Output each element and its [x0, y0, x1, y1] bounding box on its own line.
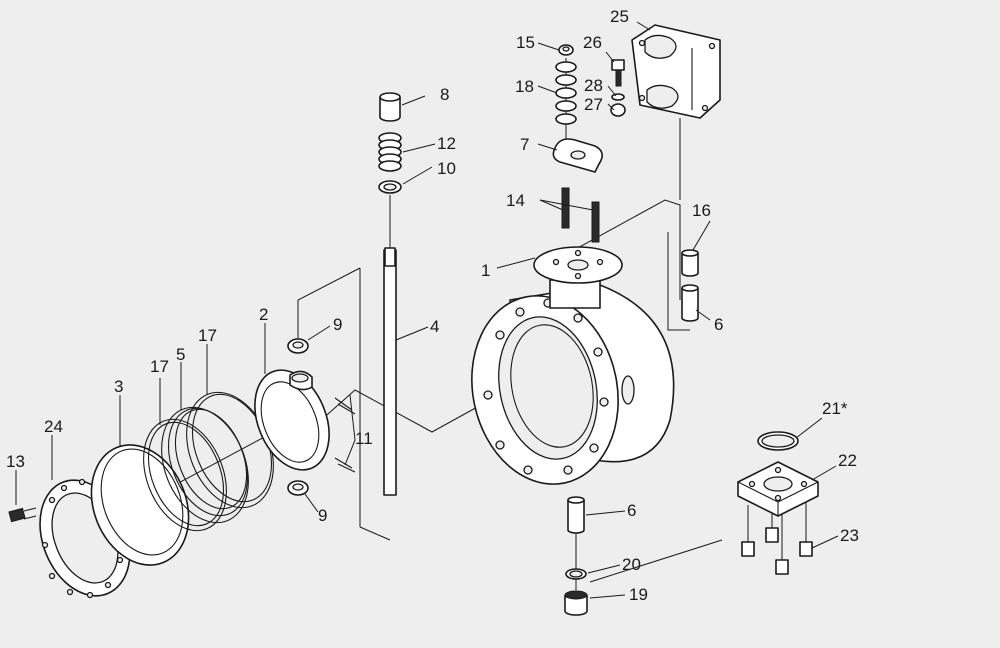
label-13: 13	[6, 452, 25, 471]
part-14-studs	[561, 187, 600, 243]
part-3-seat-ring	[90, 444, 190, 566]
label-9-bottom: 9	[318, 506, 327, 525]
label-3: 3	[114, 377, 123, 396]
label-11: 11	[355, 429, 373, 448]
part-23-bolts	[741, 527, 813, 575]
part-10-washer	[378, 180, 402, 194]
label-7: 7	[520, 135, 529, 154]
label-24: 24	[44, 417, 63, 436]
part-27-nut	[610, 103, 626, 117]
label-16: 16	[692, 201, 711, 220]
part-22-cover-plate	[737, 461, 819, 517]
part-8-bushing	[379, 92, 401, 122]
label-19: 19	[629, 585, 648, 604]
part-6-bushing-bottom	[567, 496, 585, 534]
part-19-plug	[564, 590, 588, 616]
label-2: 2	[259, 305, 268, 324]
part-6-bushing-right	[681, 284, 699, 322]
part-20-o-ring	[565, 568, 587, 580]
label-26: 26	[583, 33, 602, 52]
part-18-washers	[555, 61, 577, 125]
label-10: 10	[437, 159, 456, 178]
part-9-bushing-bottom	[287, 480, 309, 496]
part-16-bushing	[681, 249, 699, 277]
part-labels: 8 12 10 4 9 9 11 2 17 5 17 3 24 13 1 7 1…	[6, 7, 859, 604]
label-27: 27	[584, 95, 603, 114]
label-21: 21*	[822, 399, 848, 418]
label-1: 1	[481, 261, 490, 280]
part-17-ring-left	[143, 418, 227, 532]
part-9-bushing-top	[287, 338, 309, 354]
label-15: 15	[516, 33, 535, 52]
part-28-washer	[611, 93, 625, 101]
label-14: 14	[506, 191, 525, 210]
label-6-right: 6	[714, 315, 723, 334]
label-22: 22	[838, 451, 857, 470]
part-26-bolt	[611, 59, 625, 87]
label-9-top: 9	[333, 315, 342, 334]
label-28: 28	[584, 76, 603, 95]
part-4-stem	[383, 247, 397, 496]
label-12: 12	[437, 134, 456, 153]
part-7-plate	[552, 138, 603, 173]
label-20: 20	[622, 555, 641, 574]
part-12-packing-stack	[378, 132, 402, 172]
leader-lines	[15, 21, 839, 599]
label-23: 23	[840, 526, 859, 545]
label-8: 8	[440, 85, 449, 104]
label-5: 5	[176, 345, 185, 364]
part-21-o-ring	[757, 431, 799, 451]
part-2-disc	[254, 369, 356, 473]
label-25: 25	[610, 7, 629, 26]
part-25-bracket	[631, 24, 721, 119]
label-18: 18	[515, 77, 534, 96]
label-4: 4	[430, 317, 439, 336]
part-15-nut	[558, 44, 574, 56]
label-17-left: 17	[150, 357, 169, 376]
label-17-right: 17	[198, 326, 217, 345]
part-13-screw	[8, 507, 37, 523]
part-1-valve-body	[471, 246, 675, 485]
label-6-bottom: 6	[627, 501, 636, 520]
